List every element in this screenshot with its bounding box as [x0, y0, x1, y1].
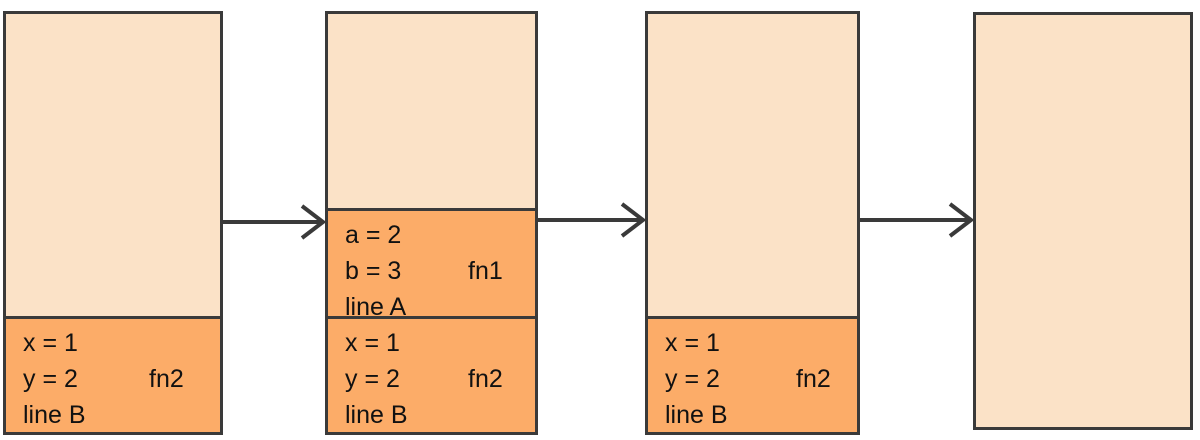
frame-line: y = 2	[23, 365, 78, 393]
stack-box-3: x = 1 y = 2 fn2 line B	[645, 11, 860, 435]
frame-line: line B	[345, 401, 408, 429]
frame-line: line B	[23, 401, 86, 429]
stack-frame-fn2-state3: x = 1 y = 2 fn2 line B	[645, 316, 860, 435]
stack-box-4	[973, 12, 1193, 430]
arrow-state1-to-state2	[222, 202, 327, 242]
stack-frame-fn2-state1: x = 1 y = 2 fn2 line B	[3, 316, 223, 435]
frame-line: x = 1	[665, 329, 720, 357]
frame-name-label: fn1	[468, 257, 503, 285]
frame-name-label: fn2	[468, 365, 503, 393]
frame-line: b = 3	[345, 257, 402, 285]
stack-frame-fn1-state2: a = 2 b = 3 fn1 line A	[325, 208, 538, 321]
arrow-state3-to-state4	[860, 200, 975, 240]
frame-line: y = 2	[345, 365, 400, 393]
frame-line: y = 2	[665, 365, 720, 393]
stack-frame-fn2-state2: x = 1 y = 2 fn2 line B	[325, 316, 538, 435]
frame-line: x = 1	[345, 329, 400, 357]
frame-line: a = 2	[345, 221, 402, 249]
frame-name-label: fn2	[796, 365, 831, 393]
stack-box-1: x = 1 y = 2 fn2 line B	[3, 11, 223, 435]
arrow-state2-to-state3	[538, 200, 647, 240]
stack-box-2: a = 2 b = 3 fn1 line A x = 1 y = 2 fn2 l…	[325, 11, 538, 435]
frame-name-label: fn2	[149, 365, 184, 393]
frame-line: x = 1	[23, 329, 78, 357]
frame-line: line B	[665, 401, 728, 429]
